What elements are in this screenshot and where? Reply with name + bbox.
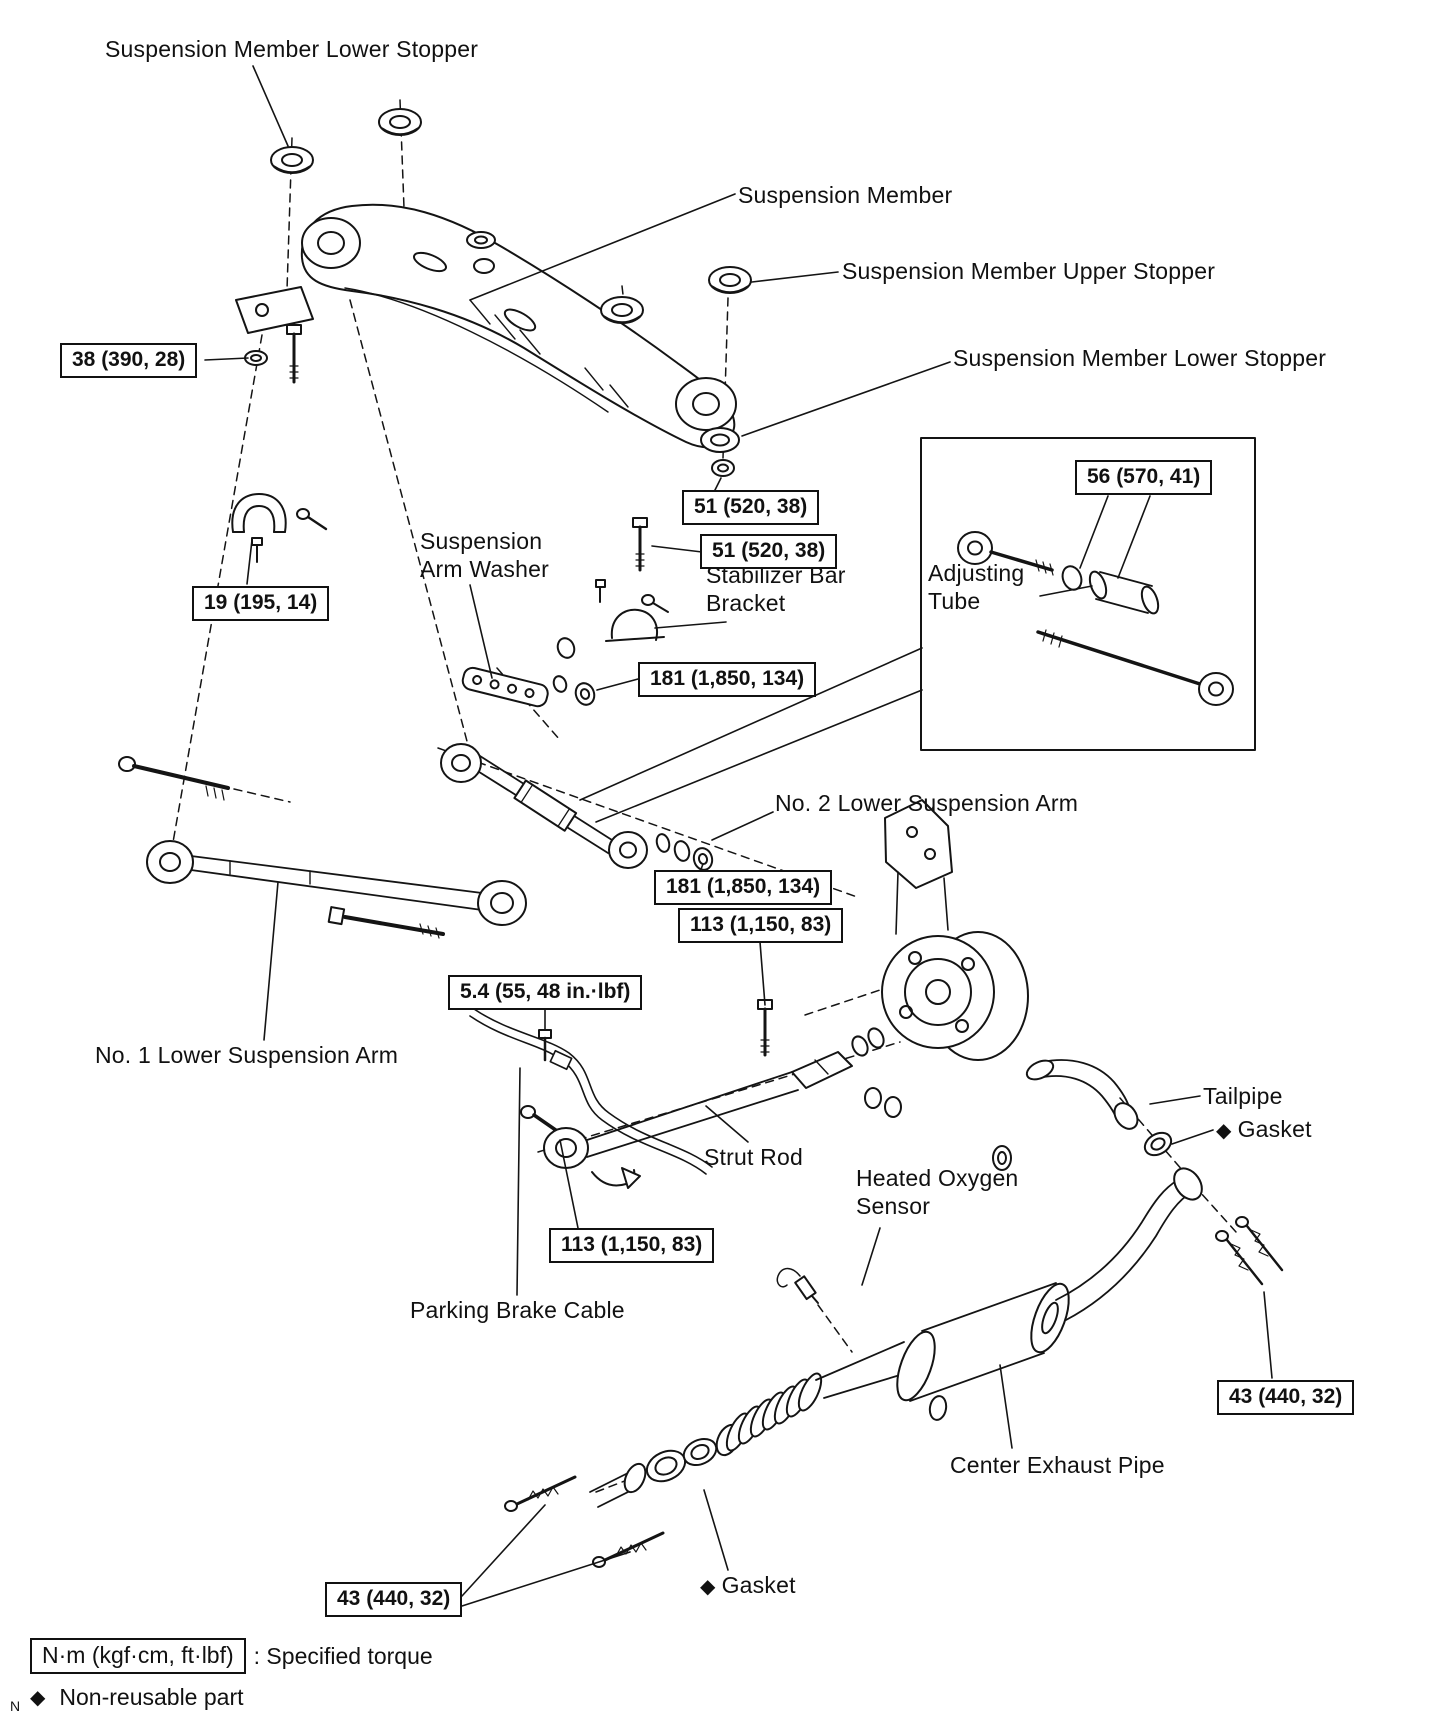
label-no2-arm: No. 2 Lower Suspension Arm <box>775 790 1079 816</box>
label-strut-rod: Strut Rod <box>704 1144 803 1170</box>
label-adjusting-tube: Adjusting Tube <box>928 560 1025 614</box>
bolt-no1-arm <box>327 906 445 939</box>
flex-bellows <box>725 1372 823 1452</box>
stabilizer-bar-bracket-part <box>595 579 669 642</box>
strut-rod-part <box>543 1027 885 1189</box>
torque-113-a: 113 (1,150, 83) <box>678 908 844 943</box>
no2-lower-arm-part <box>440 743 714 871</box>
suspension-member-part <box>235 203 737 449</box>
bolt-113a <box>757 999 773 1057</box>
diamond-icon: ◆ <box>700 1576 716 1598</box>
o2-sensor-part <box>776 1267 819 1304</box>
bolt-strut-rod <box>520 1105 562 1135</box>
upper-stopper-center <box>600 296 644 324</box>
bolt-no1-arm-long <box>118 756 230 801</box>
no1-lower-arm-part <box>146 840 527 926</box>
tailpipe-part <box>1025 1059 1139 1130</box>
diamond-icon: ◆ <box>1216 1120 1232 1142</box>
label-tailpipe: Tailpipe <box>1203 1083 1283 1109</box>
label-arm-washer: Suspension Arm Washer <box>420 528 549 582</box>
exhaust-system-part <box>589 1059 1203 1508</box>
diamond-icon: ◆ <box>30 1687 46 1709</box>
torque-5-4: 5.4 (55, 48 in.·lbf) <box>448 975 643 1010</box>
bolt-member-left <box>286 324 302 384</box>
muffler <box>896 1282 1070 1421</box>
gasket-rear-ring <box>1143 1131 1173 1157</box>
torque-51-b: 51 (520, 38) <box>700 534 838 569</box>
bolt-spring-tail-1 <box>1215 1230 1264 1286</box>
upper-stopper-right <box>708 266 752 294</box>
label-member-lower-stopper-right: Suspension Member Lower Stopper <box>953 345 1327 371</box>
legend-unit-box: N·m (kgf·cm, ft·lbf) <box>30 1638 246 1674</box>
page-letter: N <box>10 1698 21 1714</box>
label-stabilizer-bracket: Stabilizer Bar Bracket <box>706 562 846 616</box>
bolt-spring-front-2 <box>592 1531 665 1568</box>
bolt-spring-front-1 <box>504 1475 577 1512</box>
label-member-lower-stopper-top: Suspension Member Lower Stopper <box>105 36 479 62</box>
label-member-upper-stopper: Suspension Member Upper Stopper <box>842 258 1216 284</box>
torque-43-b: 43 (440, 32) <box>325 1582 463 1617</box>
label-gasket-bottom-text: Gasket <box>721 1572 796 1598</box>
torque-181-b: 181 (1,850, 134) <box>654 870 833 905</box>
label-gasket-right-text: Gasket <box>1237 1116 1312 1142</box>
suspension-arm-washer-part <box>461 637 596 708</box>
label-suspension-member: Suspension Member <box>738 182 953 208</box>
torque-43-a: 43 (440, 32) <box>1217 1380 1355 1415</box>
washer-and-nut-center <box>466 231 496 274</box>
label-no1-arm: No. 1 Lower Suspension Arm <box>95 1042 399 1068</box>
stoppers-and-washers <box>244 108 752 477</box>
parking-brake-cable-part <box>469 1008 713 1175</box>
torque-113-b: 113 (1,150, 83) <box>549 1228 715 1263</box>
bolt-spring-tail-2 <box>1235 1216 1284 1272</box>
legend-torque-note: : Specified torque <box>253 1642 433 1669</box>
label-gasket-right: ◆Gasket <box>1216 1116 1312 1144</box>
label-center-exhaust: Center Exhaust Pipe <box>950 1452 1165 1478</box>
lower-stopper-b <box>378 108 422 136</box>
torque-56: 56 (570, 41) <box>1075 460 1213 495</box>
knuckle-hub-part <box>864 799 1029 1118</box>
torque-181-a: 181 (1,850, 134) <box>638 662 817 697</box>
stabilizer-bushing-clamp <box>231 493 328 563</box>
stopper-nut-right <box>711 459 735 477</box>
legend-nonreusable-text: Non-reusable part <box>59 1684 244 1710</box>
gasket-front-rings <box>645 1437 718 1483</box>
legend-torque: N·m (kgf·cm, ft·lbf) : Specified torque <box>30 1638 433 1674</box>
label-gasket-bottom: ◆Gasket <box>700 1572 796 1600</box>
bolt-51 <box>632 517 648 572</box>
torque-51-a: 51 (520, 38) <box>682 490 820 525</box>
torque-38: 38 (390, 28) <box>60 343 198 378</box>
torque-19: 19 (195, 14) <box>192 586 330 621</box>
lower-stopper-right <box>700 427 740 453</box>
label-parking-brake: Parking Brake Cable <box>410 1297 625 1323</box>
leader-lines <box>204 65 1273 1607</box>
bolt-parking-clip <box>538 1029 552 1062</box>
label-o2-sensor: Heated Oxygen Sensor <box>856 1165 1019 1219</box>
bolts <box>118 324 1284 1568</box>
lower-stopper-a <box>270 146 314 174</box>
legend-nonreusable: ◆ Non-reusable part <box>30 1684 244 1711</box>
